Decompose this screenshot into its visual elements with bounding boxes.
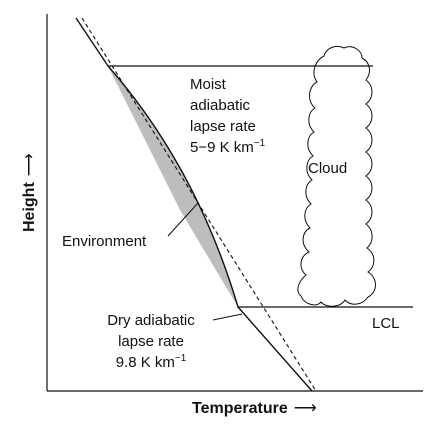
dry-rate-exponent: −1	[175, 353, 187, 364]
shaded-region	[108, 66, 238, 307]
moist-rate-exponent: −1	[254, 138, 266, 149]
environment-pointer	[167, 202, 199, 237]
moist-adiabat-curve	[75, 17, 313, 392]
y-axis-title-text: Height	[21, 182, 38, 232]
dry-adiabat-pointer	[212, 313, 243, 321]
x-axis-title-text: Temperature	[192, 400, 288, 417]
moist-label-line2: adiabatic	[190, 97, 251, 114]
x-axis-title: Temperature ⟶	[192, 400, 317, 417]
y-axis-arrow: ⟶	[21, 153, 38, 176]
moist-rate-value: 5−9 K km	[190, 139, 254, 156]
x-axis-arrow: ⟶	[294, 400, 317, 417]
dry-label-line1: Dry adiabatic	[107, 312, 195, 329]
y-axis-title: Height ⟶	[21, 153, 38, 232]
dry-label-line3: 9.8 K km−1	[116, 353, 187, 371]
dry-label-line2: lapse rate	[118, 333, 184, 350]
moist-label-line1: Moist	[190, 76, 227, 93]
moist-label-line4: 5−9 K km−1	[190, 138, 266, 156]
cloud-outline	[297, 45, 376, 307]
moist-label-line3: lapse rate	[190, 118, 256, 135]
environment-label: Environment	[62, 233, 147, 250]
cloud-label: Cloud	[308, 160, 347, 177]
dry-rate-value: 9.8 K km	[116, 354, 175, 371]
lcl-label: LCL	[372, 315, 400, 332]
